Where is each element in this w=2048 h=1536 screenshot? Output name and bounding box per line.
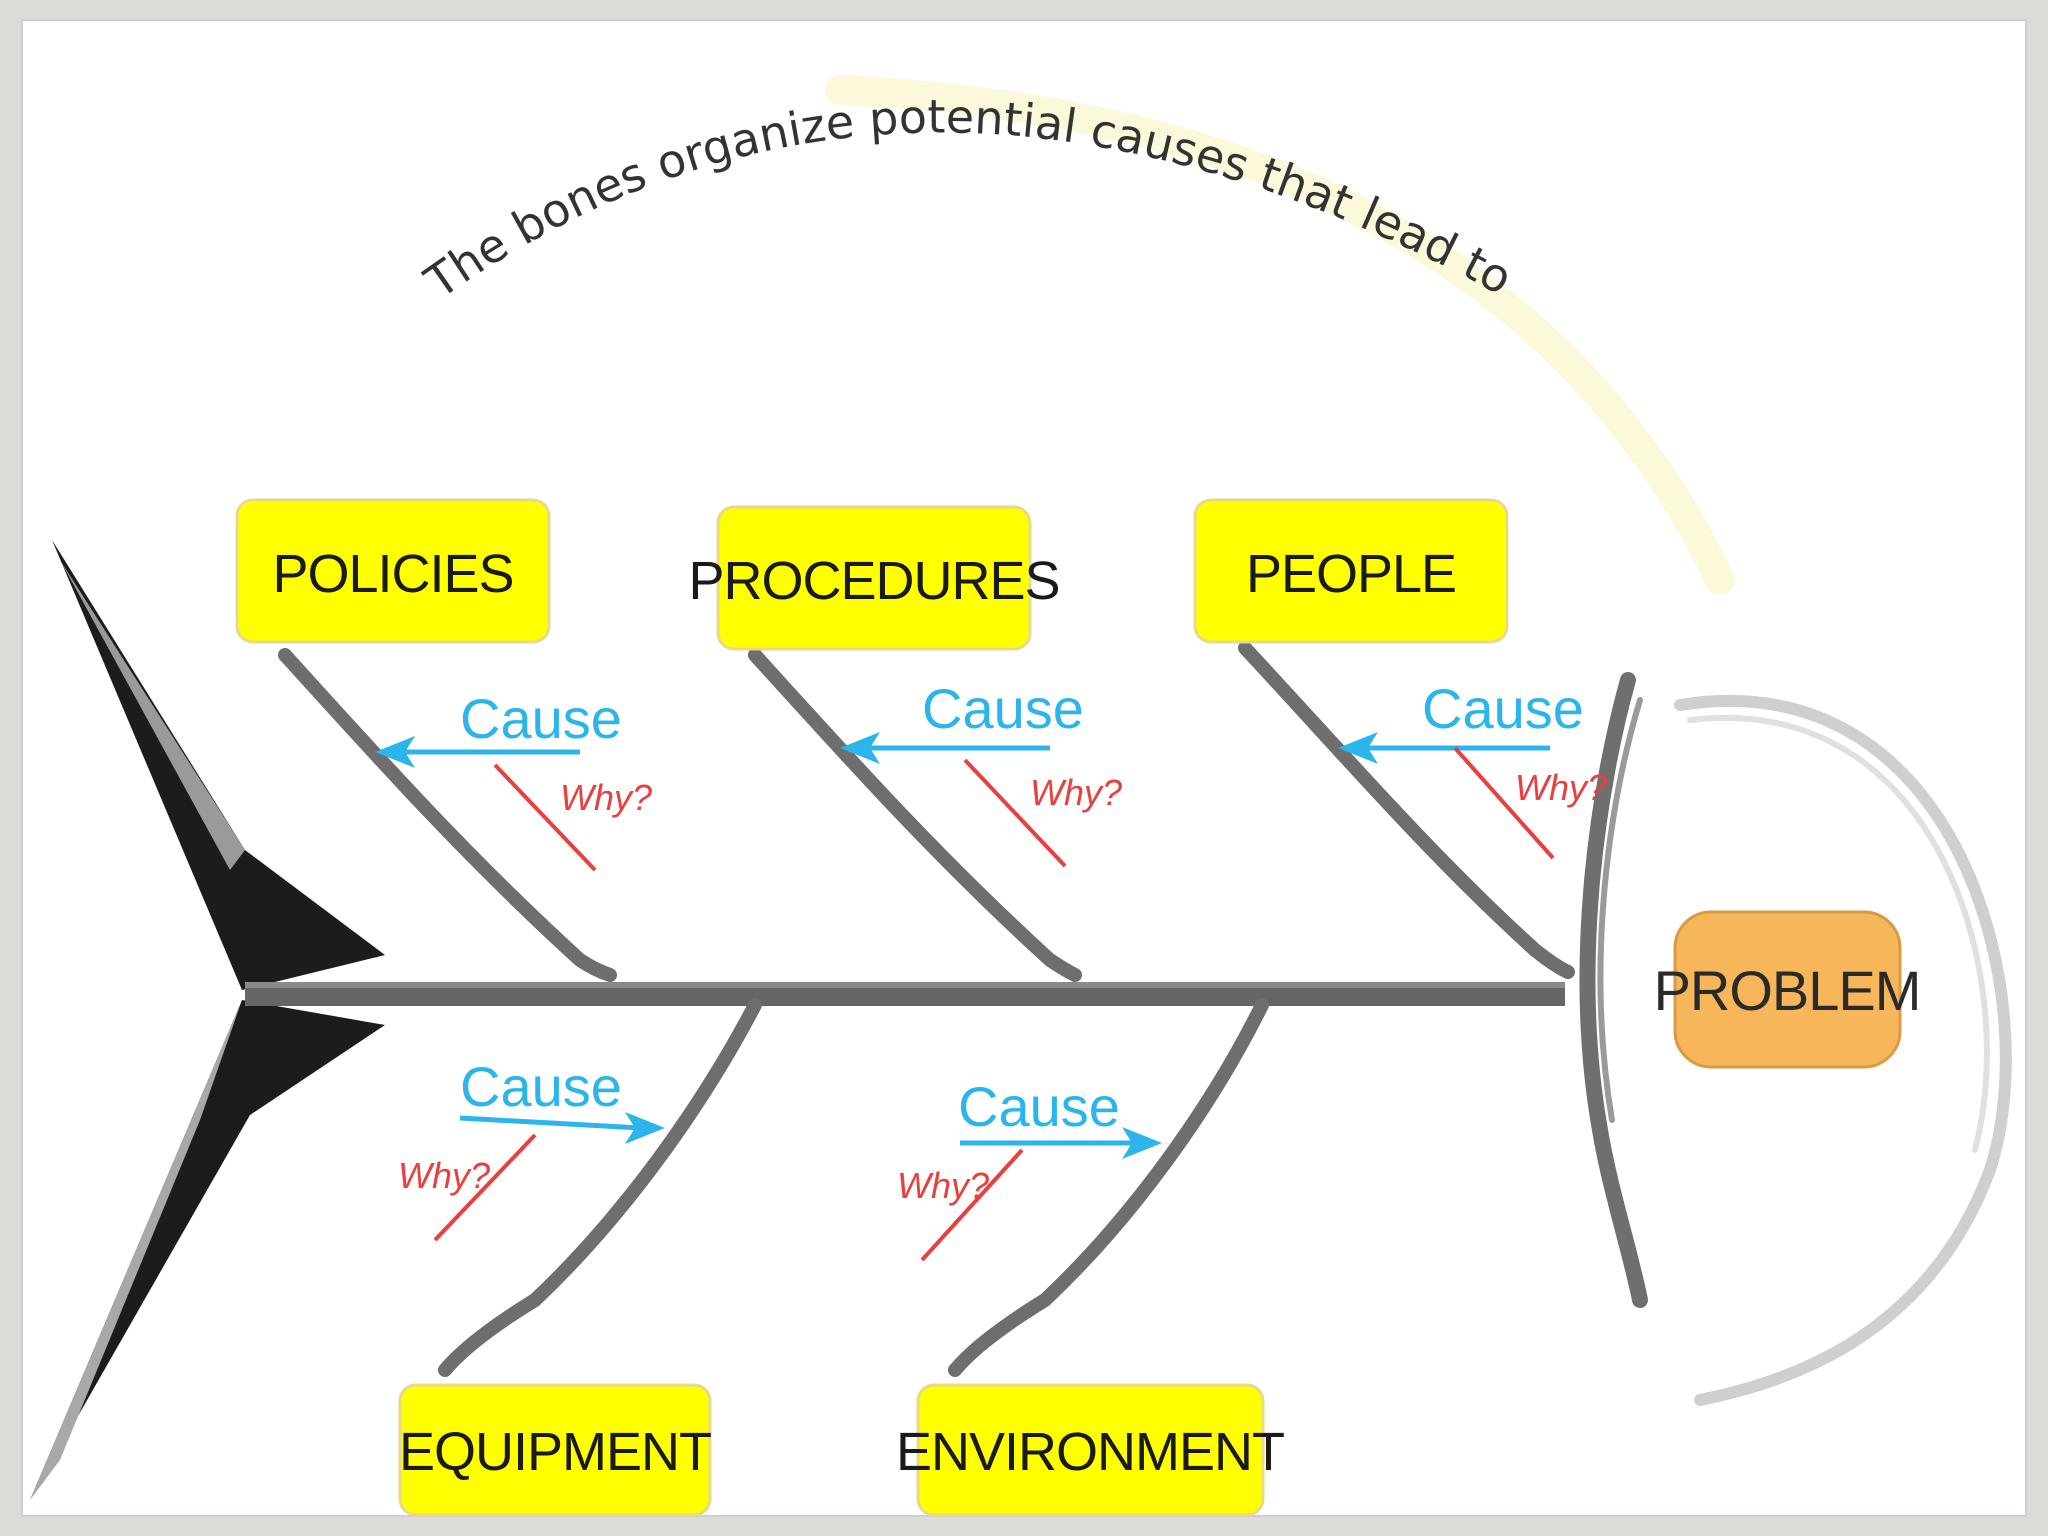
why-line <box>433 1133 537 1242</box>
bone-environment <box>948 998 1269 1377</box>
why-label: Why? <box>897 1165 989 1206</box>
why-label: Why? <box>1515 767 1607 808</box>
tail-lower <box>30 1000 385 1500</box>
gill-line-highlight <box>1597 697 1643 1123</box>
slide-background <box>21 19 2027 1517</box>
fish-head-outline-inner <box>1687 714 1990 1153</box>
arc-glow <box>825 75 1735 595</box>
cause-arrow-line <box>459 1115 641 1131</box>
bone-procedures <box>748 648 1082 982</box>
cause-arrowhead <box>1338 732 1378 764</box>
cause-arrowhead <box>1122 1127 1162 1159</box>
bone-people <box>1238 641 1575 979</box>
why-line <box>963 758 1067 868</box>
cause-label: Cause <box>1422 677 1584 740</box>
fish-head-outline <box>1674 695 2012 1406</box>
cause-label: Cause <box>460 687 622 750</box>
cause-label: Cause <box>922 677 1084 740</box>
category-box <box>716 505 1032 651</box>
category-policies: POLICIES <box>235 498 551 644</box>
tail-upper-edge <box>60 560 245 870</box>
category-environment: ENVIRONMENT <box>896 1383 1285 1517</box>
bone-policies <box>278 648 617 982</box>
why-line <box>493 763 597 872</box>
cause-procedures: Cause Why? <box>840 677 1122 868</box>
category-box <box>235 498 551 644</box>
why-line <box>920 1148 1024 1262</box>
spine-highlight <box>245 982 1565 988</box>
category-equipment: EQUIPMENT <box>398 1383 712 1517</box>
category-box <box>1193 498 1509 644</box>
gill-line <box>1579 672 1648 1308</box>
category-label-people: PEOPLE <box>1246 544 1456 604</box>
problem-node: PROBLEM <box>1654 910 1921 1069</box>
category-label-policies: POLICIES <box>272 544 513 604</box>
category-label-procedures: PROCEDURES <box>688 551 1059 611</box>
category-people: PEOPLE <box>1193 498 1509 644</box>
why-label: Why? <box>560 777 652 818</box>
cause-arrowhead <box>840 732 880 764</box>
category-label-environment: ENVIRONMENT <box>896 1422 1284 1482</box>
cause-environment: Cause Why? <box>897 1075 1162 1262</box>
cause-arrowhead <box>375 736 415 768</box>
category-box <box>916 1383 1265 1517</box>
bone-equipment <box>438 998 762 1377</box>
why-label: Why? <box>398 1155 490 1196</box>
cause-arrowhead <box>625 1112 665 1144</box>
cause-label: Cause <box>460 1055 622 1118</box>
problem-box <box>1673 910 1902 1069</box>
cause-policies: Cause Why? <box>375 687 652 872</box>
category-box <box>398 1383 712 1517</box>
cause-label: Cause <box>958 1075 1120 1138</box>
cause-equipment: Cause Why? <box>398 1055 665 1242</box>
category-procedures: PROCEDURES <box>688 505 1061 651</box>
tail-lower-edge <box>30 1000 242 1500</box>
tail-upper <box>52 540 385 990</box>
why-label: Why? <box>1030 772 1122 813</box>
category-label-equipment: EQUIPMENT <box>399 1422 711 1482</box>
why-line <box>1453 746 1555 860</box>
problem-label: PROBLEM <box>1654 959 1921 1022</box>
cause-people: Cause Why? <box>1338 677 1607 860</box>
